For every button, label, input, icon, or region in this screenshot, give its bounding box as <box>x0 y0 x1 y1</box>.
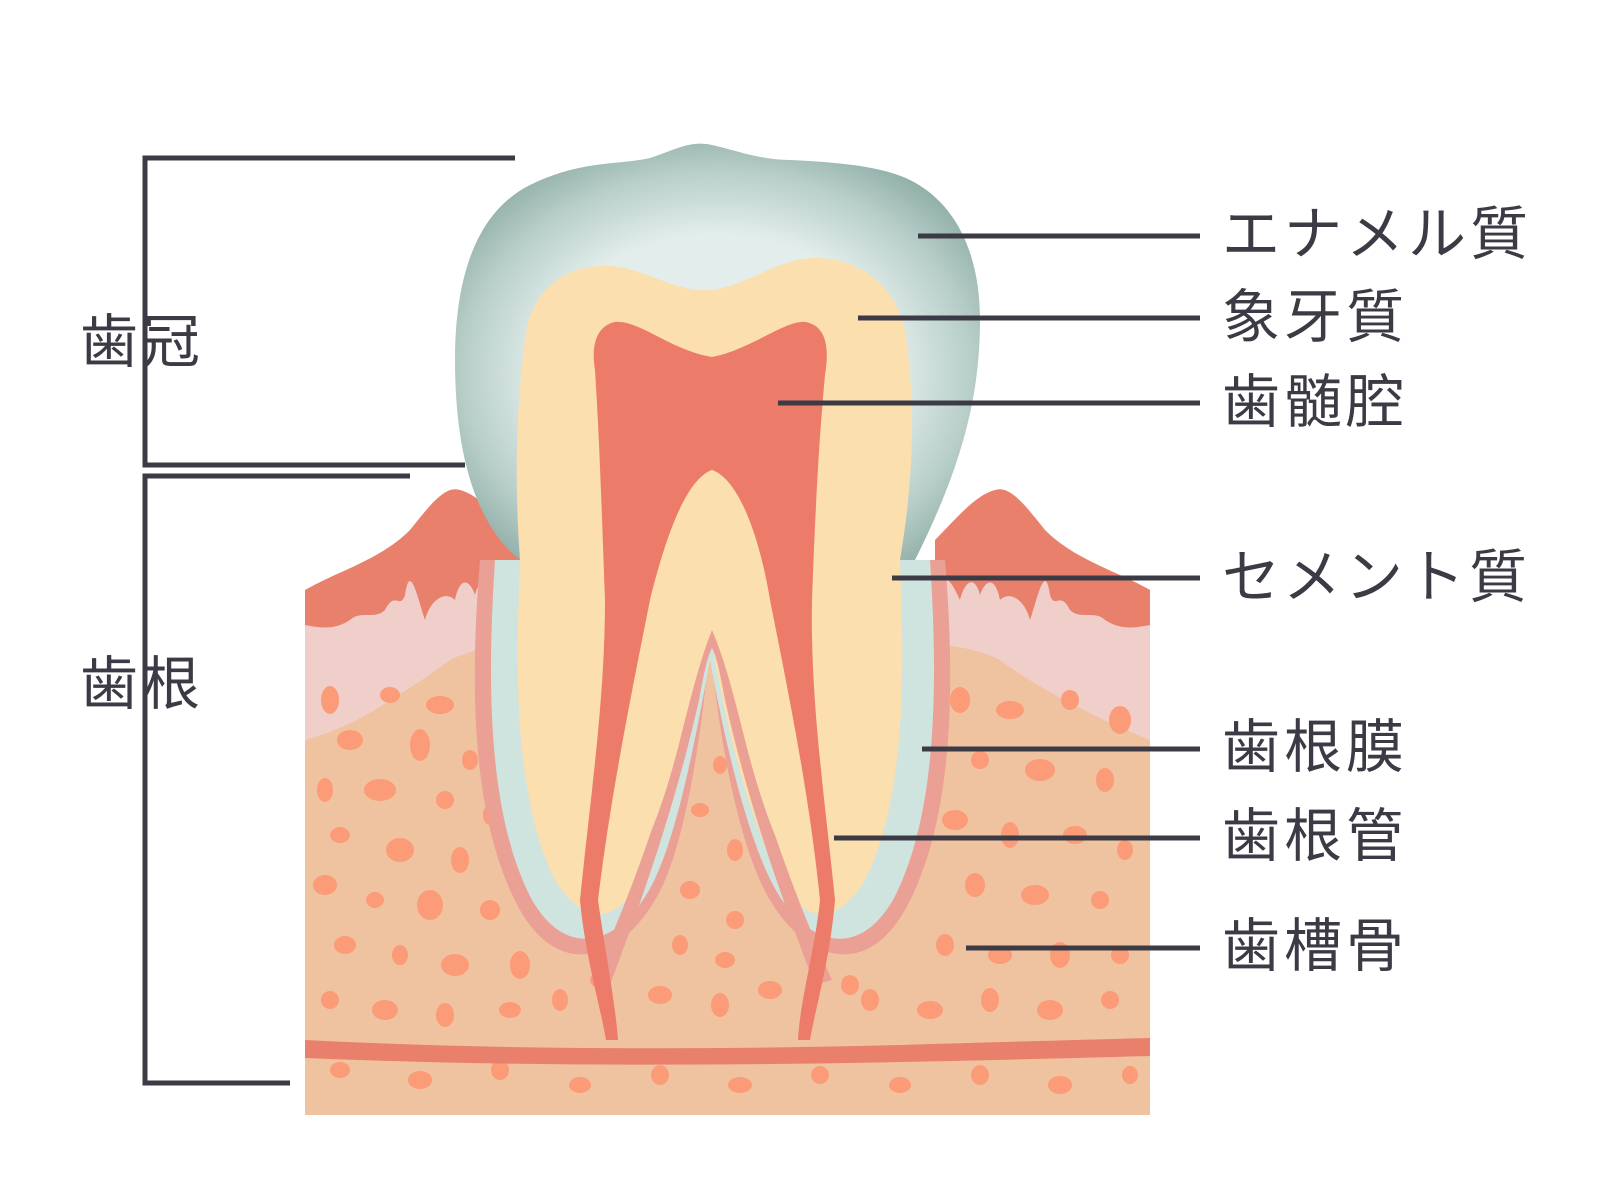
gum-right <box>935 489 1150 628</box>
crown-bracket <box>142 155 515 468</box>
label-periodontal-ligament: 歯根膜 <box>1222 713 1409 781</box>
label-root-canal: 歯根管 <box>1222 802 1409 870</box>
label-cementum: セメント質 <box>1222 543 1531 611</box>
label-root: 歯根 <box>80 650 205 718</box>
label-crown: 歯冠 <box>80 308 205 376</box>
label-dentin: 象牙質 <box>1222 283 1409 351</box>
label-pulp-cavity: 歯髄腔 <box>1222 368 1409 436</box>
label-enamel: エナメル質 <box>1222 200 1533 268</box>
bone-spots <box>313 686 1138 1094</box>
pulp-cavity <box>580 321 835 1040</box>
leader-lines <box>142 155 1200 1086</box>
base-vessel-band <box>305 1038 1150 1065</box>
root-bracket <box>142 473 410 1086</box>
label-alveolar-bone: 歯槽骨 <box>1222 912 1409 980</box>
gum-left <box>305 489 520 628</box>
